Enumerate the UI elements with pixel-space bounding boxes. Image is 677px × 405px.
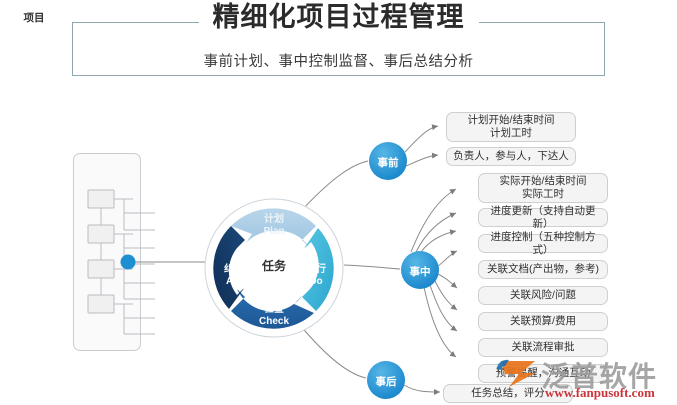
watermark-brand: 泛普软件 [541, 361, 658, 392]
watermark-url: www.fanpusoft.com [545, 385, 655, 400]
project-link-dot [120, 254, 136, 270]
page-subtitle: 事前计划、事中控制监督、事后总结分析 [203, 54, 474, 70]
wheel-segment-do [302, 228, 334, 311]
item-box-linked-docs[interactable]: 关联文档(产出物，参考) [478, 260, 608, 279]
page-title-text: 精细化项目过程管理 [198, 2, 479, 32]
item-box-linked-budget[interactable]: 关联预算/费用 [478, 312, 608, 331]
project-panel-title: 项目 [23, 12, 45, 24]
phase-node-after [367, 361, 405, 399]
watermark: 泛普软件 www.fanpusoft.com [495, 355, 677, 403]
wheel-segment-plan [231, 208, 316, 248]
pdca-wheel [204, 198, 344, 338]
watermark-logo-icon [497, 359, 535, 387]
item-box-actual-time[interactable]: 实际开始/结束时间实际工时 [478, 173, 608, 203]
phase-node-before [369, 142, 407, 180]
wheel-segment-check [231, 289, 314, 329]
item-box-linked-risks[interactable]: 关联风险/问题 [478, 286, 608, 305]
item-box-progress-control[interactable]: 进度控制（五种控制方式） [478, 231, 608, 256]
item-box-people[interactable]: 负责人，参与人，下达人 [446, 147, 576, 166]
page-title: 精细化项目过程管理 [0, 0, 677, 34]
wheel-segment-act [213, 226, 245, 309]
item-box-plan-time[interactable]: 计划开始/结束时间计划工时 [446, 112, 576, 142]
item-box-summary[interactable]: 任务总结，评分 [443, 384, 573, 403]
item-box-progress-update[interactable]: 进度更新（支持自动更新） [478, 205, 608, 230]
item-box-linked-approval[interactable]: 关联流程审批 [478, 338, 608, 357]
phase-node-during [401, 251, 439, 289]
